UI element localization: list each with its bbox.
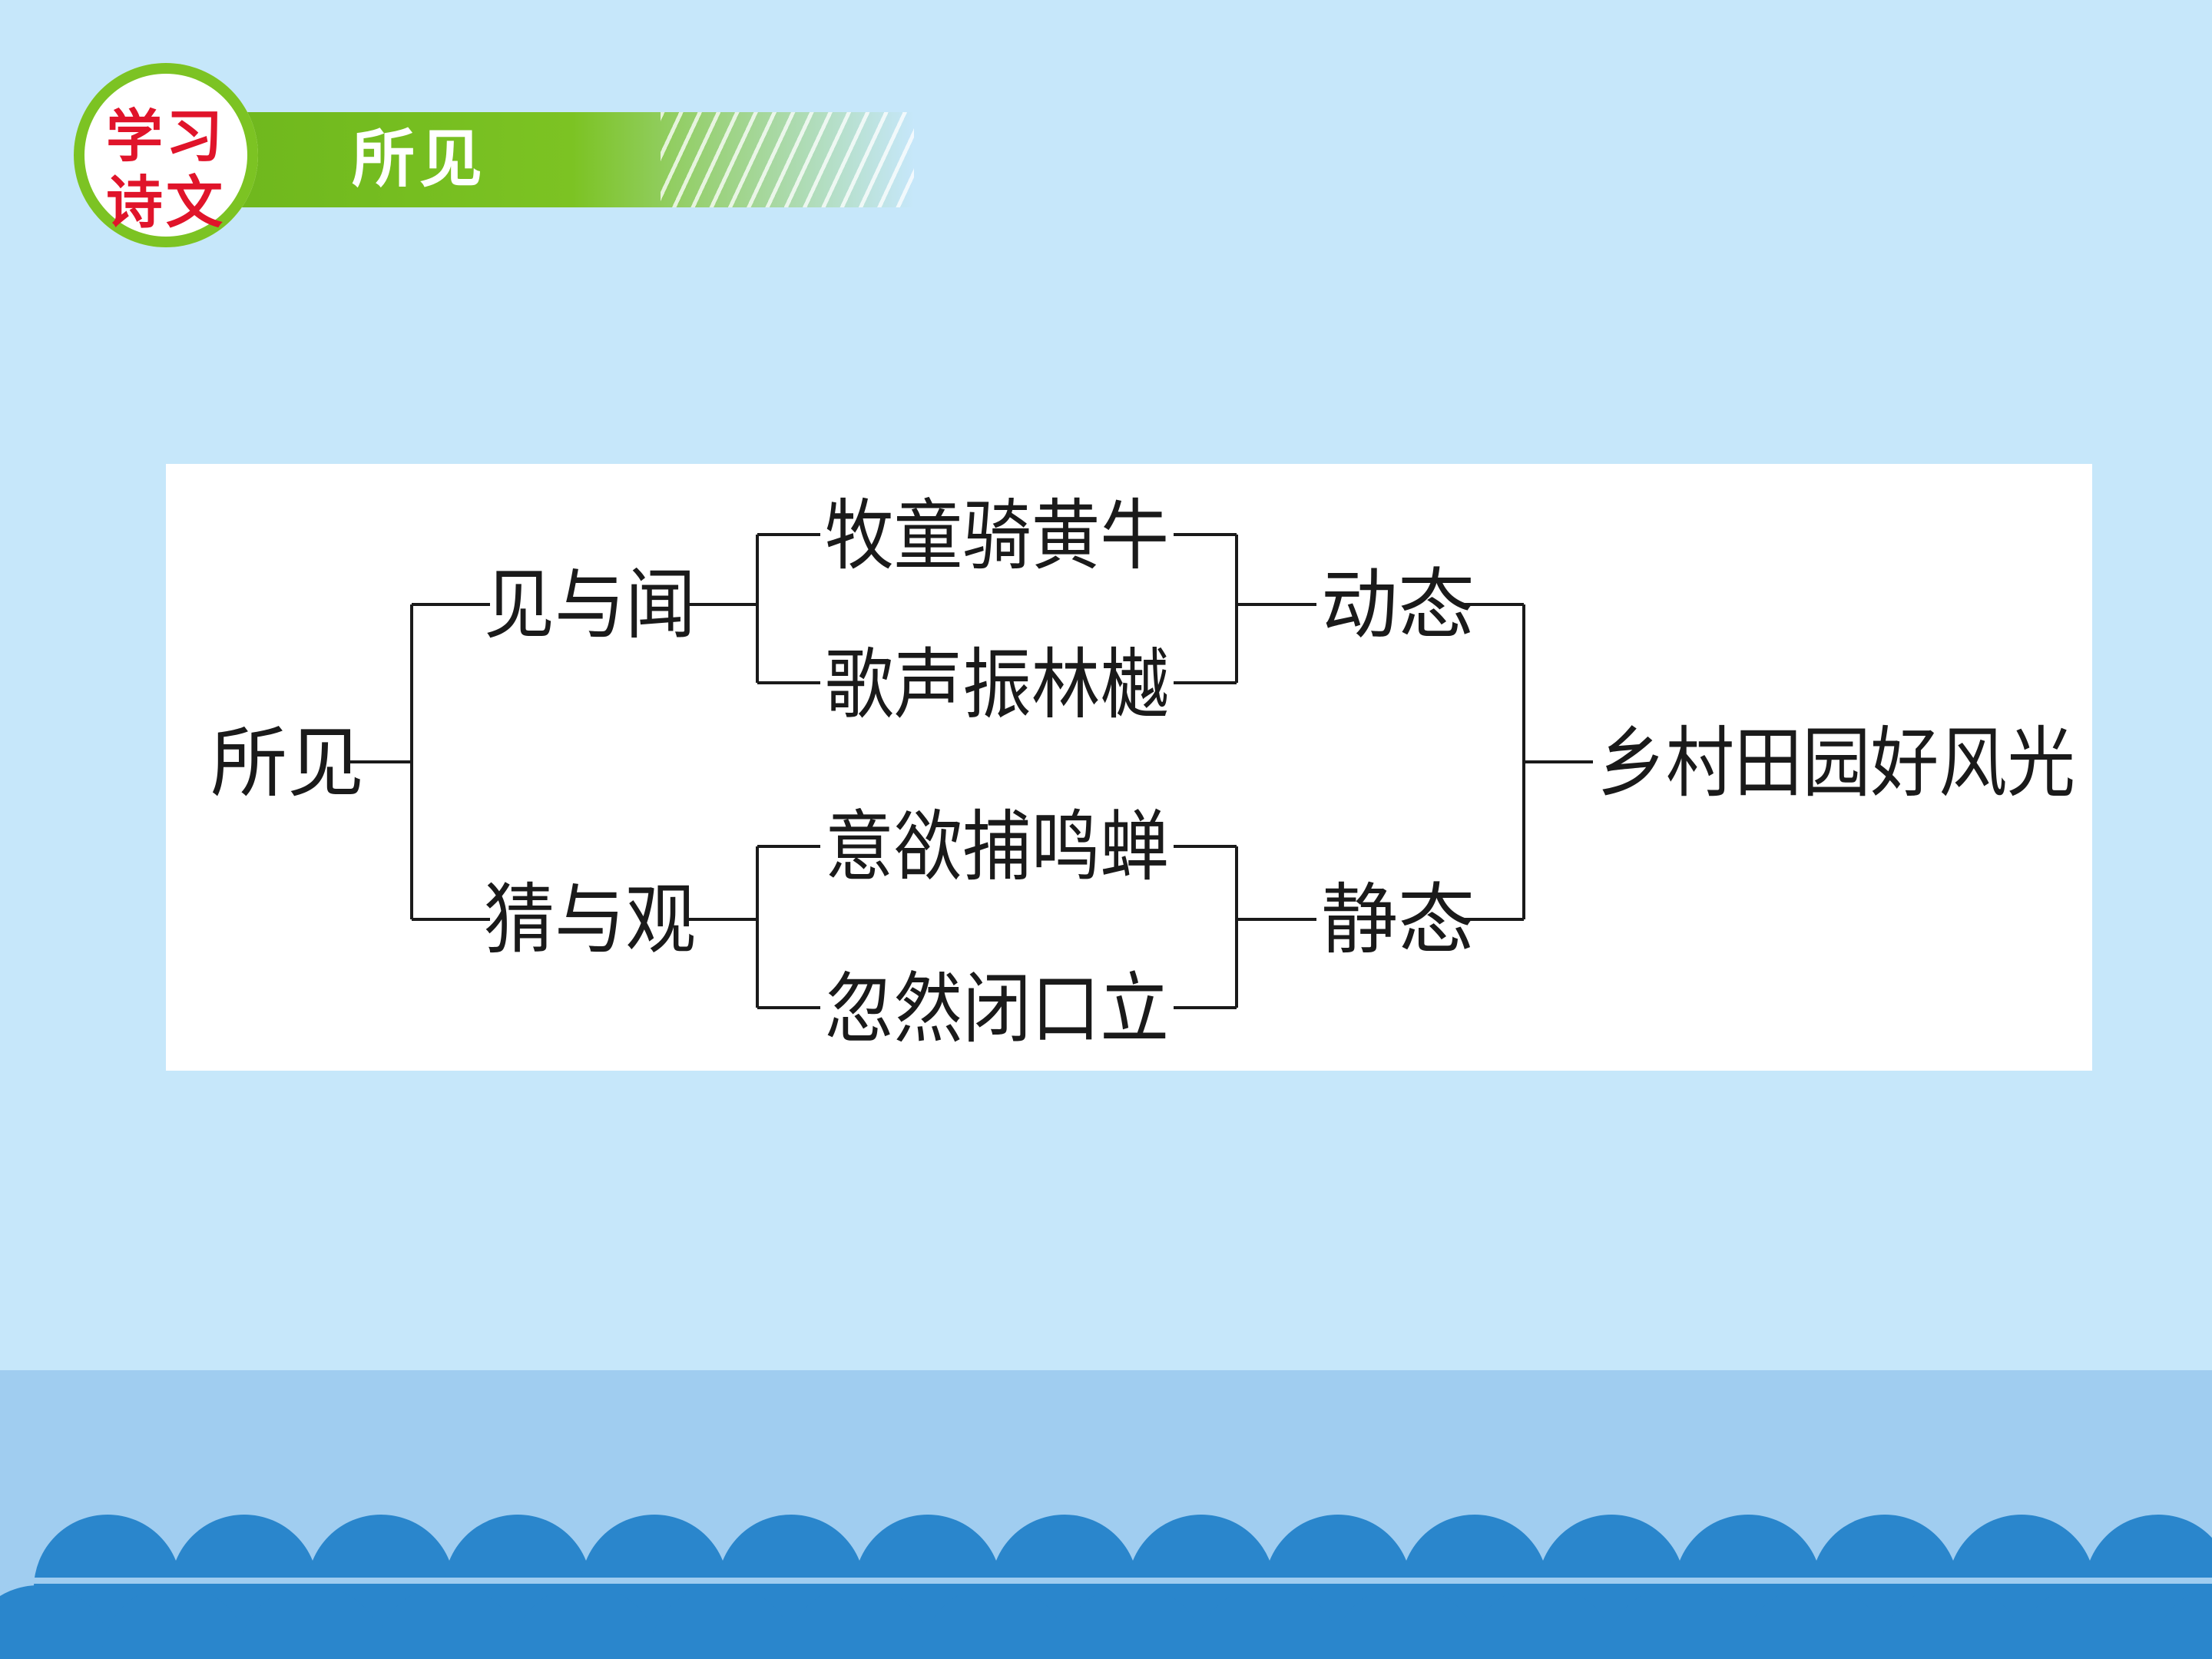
state-static: 静态 [1321, 875, 1475, 965]
conclusion-node: 乡村田园好风光 [1598, 718, 2075, 808]
wave-scallop [2015, 1585, 2163, 1659]
wave-scallop [1058, 1585, 1206, 1659]
poem-line-3: 意欲捕鸣蝉 [825, 802, 1169, 892]
poem-line-4: 忽然闭口立 [825, 964, 1169, 1054]
wave-scallop [0, 1585, 112, 1659]
bracket-diagram: 所见 见与闻 猜与观 牧童骑黄牛 歌声振林樾 意欲捕鸣蝉 忽然闭口立 动态 静态… [210, 491, 2075, 1054]
diagram-panel: 所见 见与闻 猜与观 牧童骑黄牛 歌声振林樾 意欲捕鸣蝉 忽然闭口立 动态 静态… [166, 464, 2092, 1071]
poem-line-2: 歌声振林樾 [825, 640, 1169, 730]
wave-scallop [1195, 1585, 1343, 1659]
state-dynamic: 动态 [1321, 560, 1475, 650]
branch-label-2: 猜与观 [484, 875, 696, 965]
wave-scallop [1879, 1585, 2026, 1659]
wave-decoration [0, 1515, 2212, 1659]
badge-line-2: 诗文 [106, 170, 226, 236]
wave-scallop [2152, 1586, 2212, 1659]
wave-scallop [1742, 1585, 1889, 1659]
wave-scallop [1605, 1585, 1753, 1659]
wave-scallop [1332, 1585, 1479, 1659]
wave-scallop [648, 1585, 796, 1659]
badge-line-1: 学习 [106, 104, 226, 170]
wave-gap [0, 1578, 2212, 1584]
lesson-title: 所见 [352, 123, 488, 196]
branch-label-1: 见与闻 [484, 560, 696, 650]
connector-lines [349, 533, 1593, 1009]
wave-scallop [785, 1585, 932, 1659]
wave-scallop [512, 1585, 659, 1659]
wave-scallop [238, 1585, 386, 1659]
poem-line-1: 牧童骑黄牛 [825, 491, 1169, 581]
banner-stripes-decoration [661, 112, 914, 207]
wave-scallop [375, 1585, 522, 1659]
section-badge: 学习 诗文 [74, 63, 258, 247]
wave-scallop [922, 1585, 1069, 1659]
wave-scallop [1469, 1585, 1616, 1659]
root-node: 所见 [210, 718, 364, 808]
wave-scallop [101, 1585, 249, 1659]
